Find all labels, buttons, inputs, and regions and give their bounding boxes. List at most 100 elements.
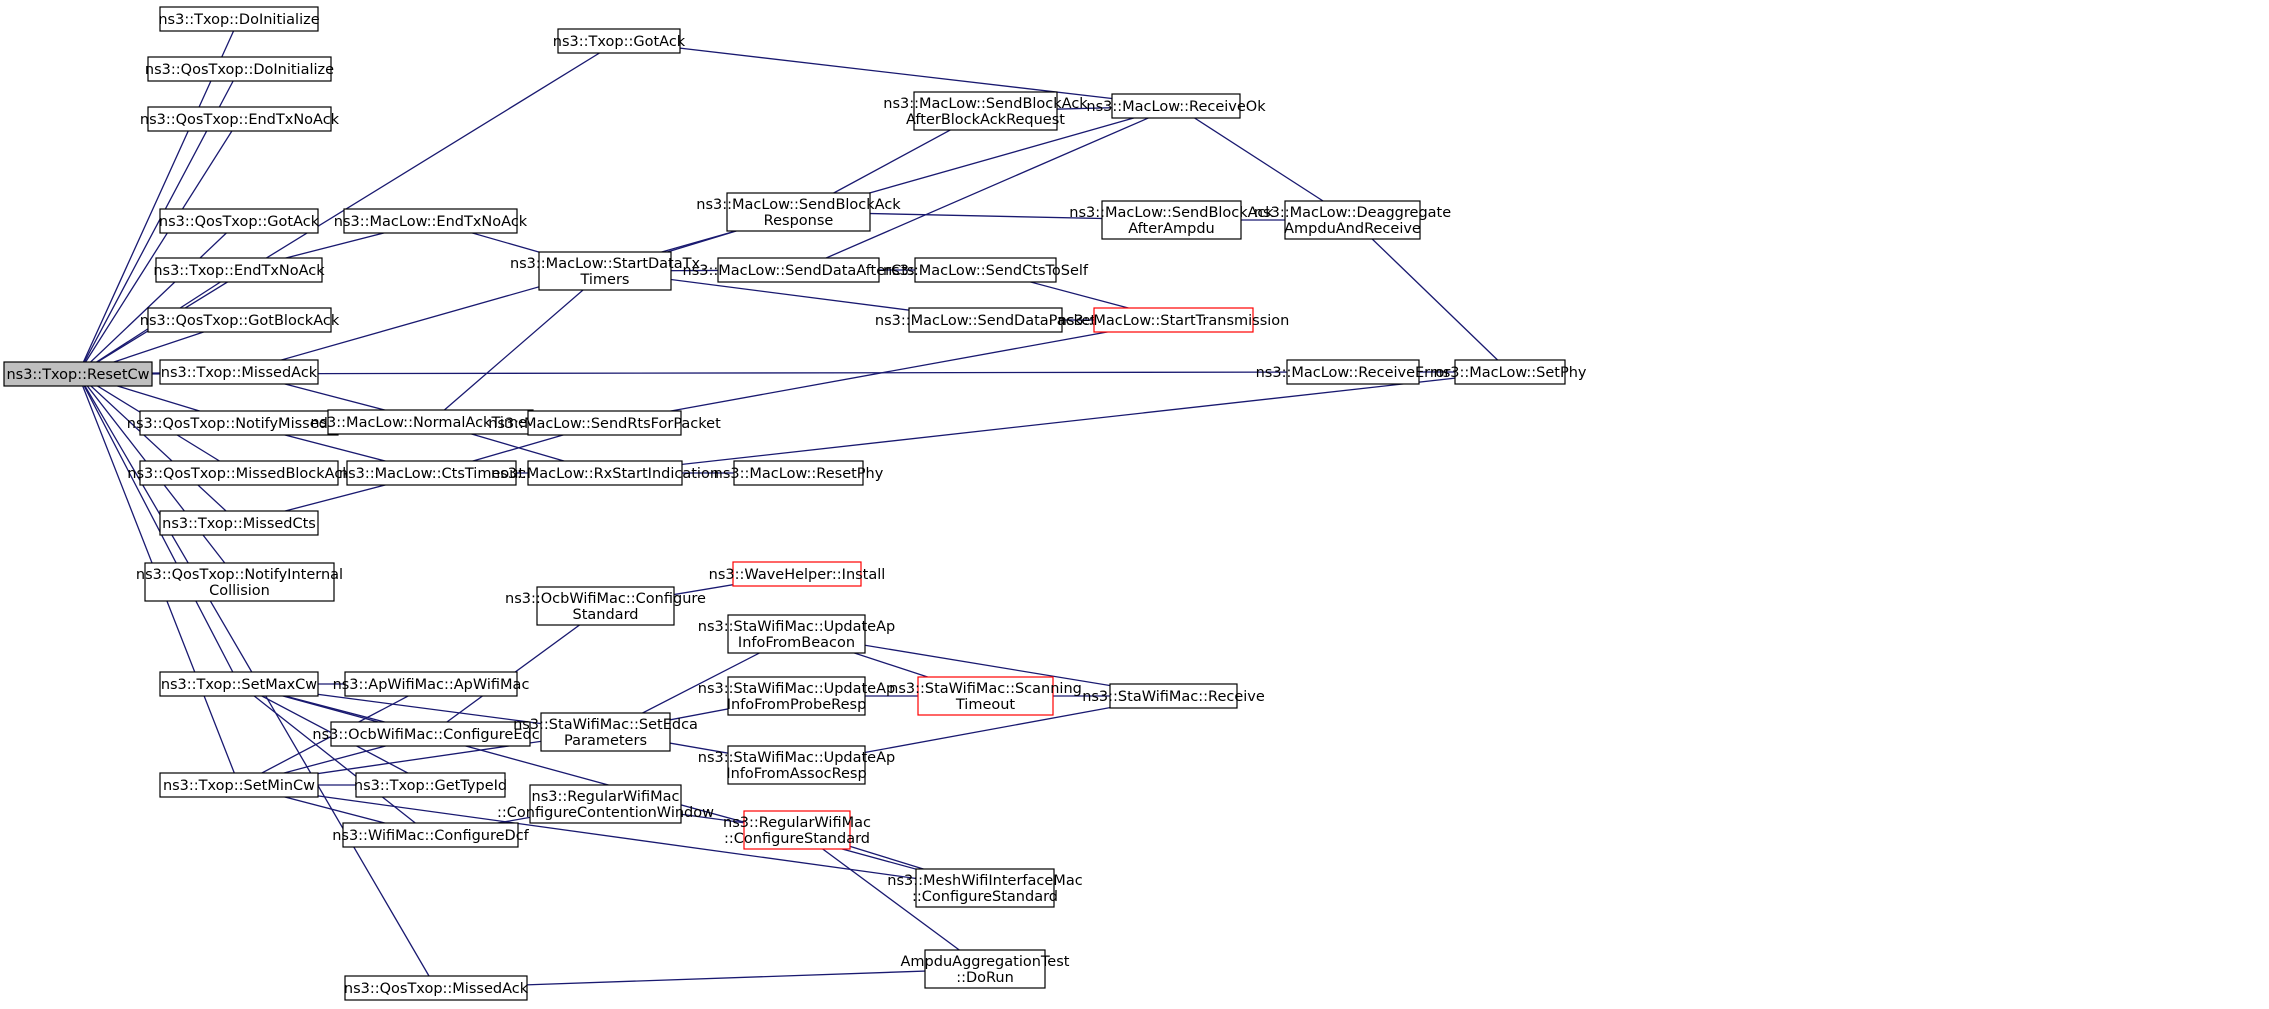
node-txop_missedack[interactable]: ns3::Txop::MissedAck [159, 359, 319, 385]
edge-txop_missedack-to-mac_receiveok [238, 103, 1177, 373]
node-mac_ctstimeout[interactable]: ns3::MacLow::CtsTimeout [339, 460, 525, 486]
node-label-line: ns3::QosTxop::MissedBlockAck [127, 466, 351, 482]
node-label-line: ns3::StaWifiMac::UpdateAp [698, 619, 895, 635]
node-txop_missedcts[interactable]: ns3::Txop::MissedCts [159, 510, 319, 536]
node-box [915, 868, 1055, 908]
node-mac_senddatapacket[interactable]: ns3::MacLow::SendDataPacket [875, 307, 1097, 333]
node-qos_gotblockack[interactable]: ns3::QosTxop::GotBlockAck [140, 307, 340, 333]
node-box [914, 257, 1057, 283]
node-mac_receiveerror[interactable]: ns3::MacLow::ReceiveError [1256, 359, 1451, 385]
node-mac_sendblockackafterbar[interactable]: ns3::MacLow::SendBlockAckAfterBlockAckRe… [883, 91, 1088, 131]
node-ocb_configurestandard[interactable]: ns3::OcbWifiMac::ConfigureStandard [505, 586, 706, 626]
node-label-line: ns3::RegularWifiMac [723, 815, 871, 831]
node-mac_resetphy[interactable]: ns3::MacLow::ResetPhy [714, 460, 884, 486]
node-sta_updateassoc[interactable]: ns3::StaWifiMac::UpdateApInfoFromAssocRe… [698, 745, 895, 785]
node-box [343, 208, 518, 234]
node-ocb_configureedca[interactable]: ns3::OcbWifiMac::ConfigureEdca [312, 721, 549, 747]
node-box [327, 409, 534, 435]
node-label-line: ns3::Txop::MissedCts [162, 516, 316, 532]
node-label-line: ns3::QosTxop::MissedAck [344, 981, 529, 997]
node-mac_normalacktimeout[interactable]: ns3::MacLow::NormalAckTimeout [310, 409, 551, 435]
node-label-line: ns3::WaveHelper::Install [709, 567, 886, 583]
node-resetcw[interactable]: ns3::Txop::ResetCw [3, 361, 153, 387]
node-box [908, 307, 1063, 333]
node-qos_missedack[interactable]: ns3::QosTxop::MissedAck [344, 975, 529, 1001]
node-label-line: ns3::MacLow::ResetPhy [714, 466, 884, 482]
node-label-line: ns3::OcbWifiMac::ConfigureEdca [312, 727, 548, 743]
node-mac_endtxnoack[interactable]: ns3::MacLow::EndTxNoAck [334, 208, 528, 234]
node-box [1093, 307, 1254, 333]
node-txop_doinit[interactable]: ns3::Txop::DoInitialize [158, 6, 320, 32]
node-box [733, 460, 864, 486]
node-txop_gotack[interactable]: ns3::Txop::GotAck [553, 28, 686, 54]
node-label-line: ns3::MacLow::SendDataPacket [875, 313, 1097, 329]
node-txop_gettypeid[interactable]: ns3::Txop::GetTypeId [354, 772, 507, 798]
node-txop_endtxnoack[interactable]: ns3::Txop::EndTxNoAck [153, 257, 325, 283]
node-box [924, 949, 1046, 989]
node-mac_starttransmission[interactable]: ns3::MacLow::StartTransmission [1058, 307, 1290, 333]
node-mac_setphy[interactable]: ns3::MacLow::SetPhy [1434, 359, 1587, 385]
node-box [159, 359, 319, 385]
node-box [1111, 93, 1241, 119]
node-box [147, 56, 332, 82]
node-qos_notifymissedcts[interactable]: ns3::QosTxop::NotifyMissedCts [127, 410, 351, 436]
node-label-line: ns3::Txop::SetMinCw [163, 778, 315, 794]
node-label-line: ns3::StaWifiMac::Receive [1082, 689, 1265, 705]
node-label-line: ns3::StaWifiMac::UpdateAp [698, 750, 895, 766]
node-label-line: ns3::MacLow::Deaggregate [1254, 205, 1451, 221]
node-box [159, 671, 319, 697]
node-box [155, 257, 323, 283]
nodes-layer: ns3::Txop::ResetCw ns3::Txop::DoInitializ… [3, 6, 1587, 1001]
node-label-line: Response [764, 213, 834, 229]
node-qos_missedblockack[interactable]: ns3::QosTxop::MissedBlockAck [127, 460, 351, 486]
node-box [538, 251, 672, 291]
node-sta_updateprobe[interactable]: ns3::StaWifiMac::UpdateApInfoFromProbeRe… [698, 676, 895, 716]
node-box [743, 810, 851, 850]
node-qos_gotack[interactable]: ns3::QosTxop::GotAck [159, 208, 320, 234]
node-box [159, 510, 319, 536]
node-label-line: ns3::MeshWifiInterfaceMac [887, 873, 1082, 889]
node-wifimac_configuredcf[interactable]: ns3::WifiMac::ConfigureDcf [332, 822, 530, 848]
node-label-line: ns3::MacLow::NormalAckTimeout [310, 415, 551, 431]
node-sta_receive[interactable]: ns3::StaWifiMac::Receive [1082, 683, 1265, 709]
node-label-line: ns3::MacLow::ReceiveError [1256, 365, 1451, 381]
node-label-line: ns3::QosTxop::GotBlockAck [140, 313, 340, 329]
node-qos_doinit[interactable]: ns3::QosTxop::DoInitialize [145, 56, 334, 82]
edge-mac_rxstartindication-to-mac_setphy [604, 367, 1511, 474]
node-label-line: Collision [209, 583, 270, 599]
node-mesh_configurestandard[interactable]: ns3::MeshWifiInterfaceMac::ConfigureStan… [887, 868, 1083, 908]
node-mac_receiveok[interactable]: ns3::MacLow::ReceiveOk [1086, 93, 1266, 119]
node-box [159, 6, 319, 32]
node-txop_setmincw[interactable]: ns3::Txop::SetMinCw [159, 772, 319, 798]
node-txop_setmaxcw[interactable]: ns3::Txop::SetMaxCw [159, 671, 319, 697]
node-box [536, 586, 675, 626]
node-wave_install[interactable]: ns3::WaveHelper::Install [709, 561, 886, 587]
node-box [139, 460, 339, 486]
node-box [717, 257, 880, 283]
node-label-line: ns3::Txop::EndTxNoAck [153, 263, 325, 279]
node-ap_apwifimac[interactable]: ns3::ApWifiMac::ApWifiMac [333, 671, 530, 697]
node-mac_sendctstoself[interactable]: ns3::MacLow::SendCtsToSelf [883, 257, 1089, 283]
node-box [529, 784, 682, 824]
node-regular_configurecontention[interactable]: ns3::RegularWifiMac::ConfigureContention… [497, 784, 714, 824]
node-mac_rxstartindication[interactable]: ns3::MacLow::RxStartIndication [491, 460, 719, 486]
node-mac_senddataaftercts[interactable]: ns3::MacLow::SendDataAfterCts [683, 257, 915, 283]
node-qos_endtxnoack[interactable]: ns3::QosTxop::EndTxNoAck [140, 106, 340, 132]
node-regular_configurestandard[interactable]: ns3::RegularWifiMac::ConfigureStandard [723, 810, 871, 850]
edge-resetcw-to-txop_setmaxcw [77, 373, 240, 685]
node-label-line: ns3::Txop::ResetCw [6, 367, 149, 383]
node-box [527, 460, 683, 486]
node-label-line: ns3::MacLow::SendBlockAck [696, 197, 901, 213]
node-mac_sendrtsforpacket[interactable]: ns3::MacLow::SendRtsForPacket [488, 410, 721, 436]
node-ampdu_dorun[interactable]: AmpduAggregationTest::DoRun [901, 949, 1070, 989]
node-label-line: ns3::QosTxop::DoInitialize [145, 62, 334, 78]
